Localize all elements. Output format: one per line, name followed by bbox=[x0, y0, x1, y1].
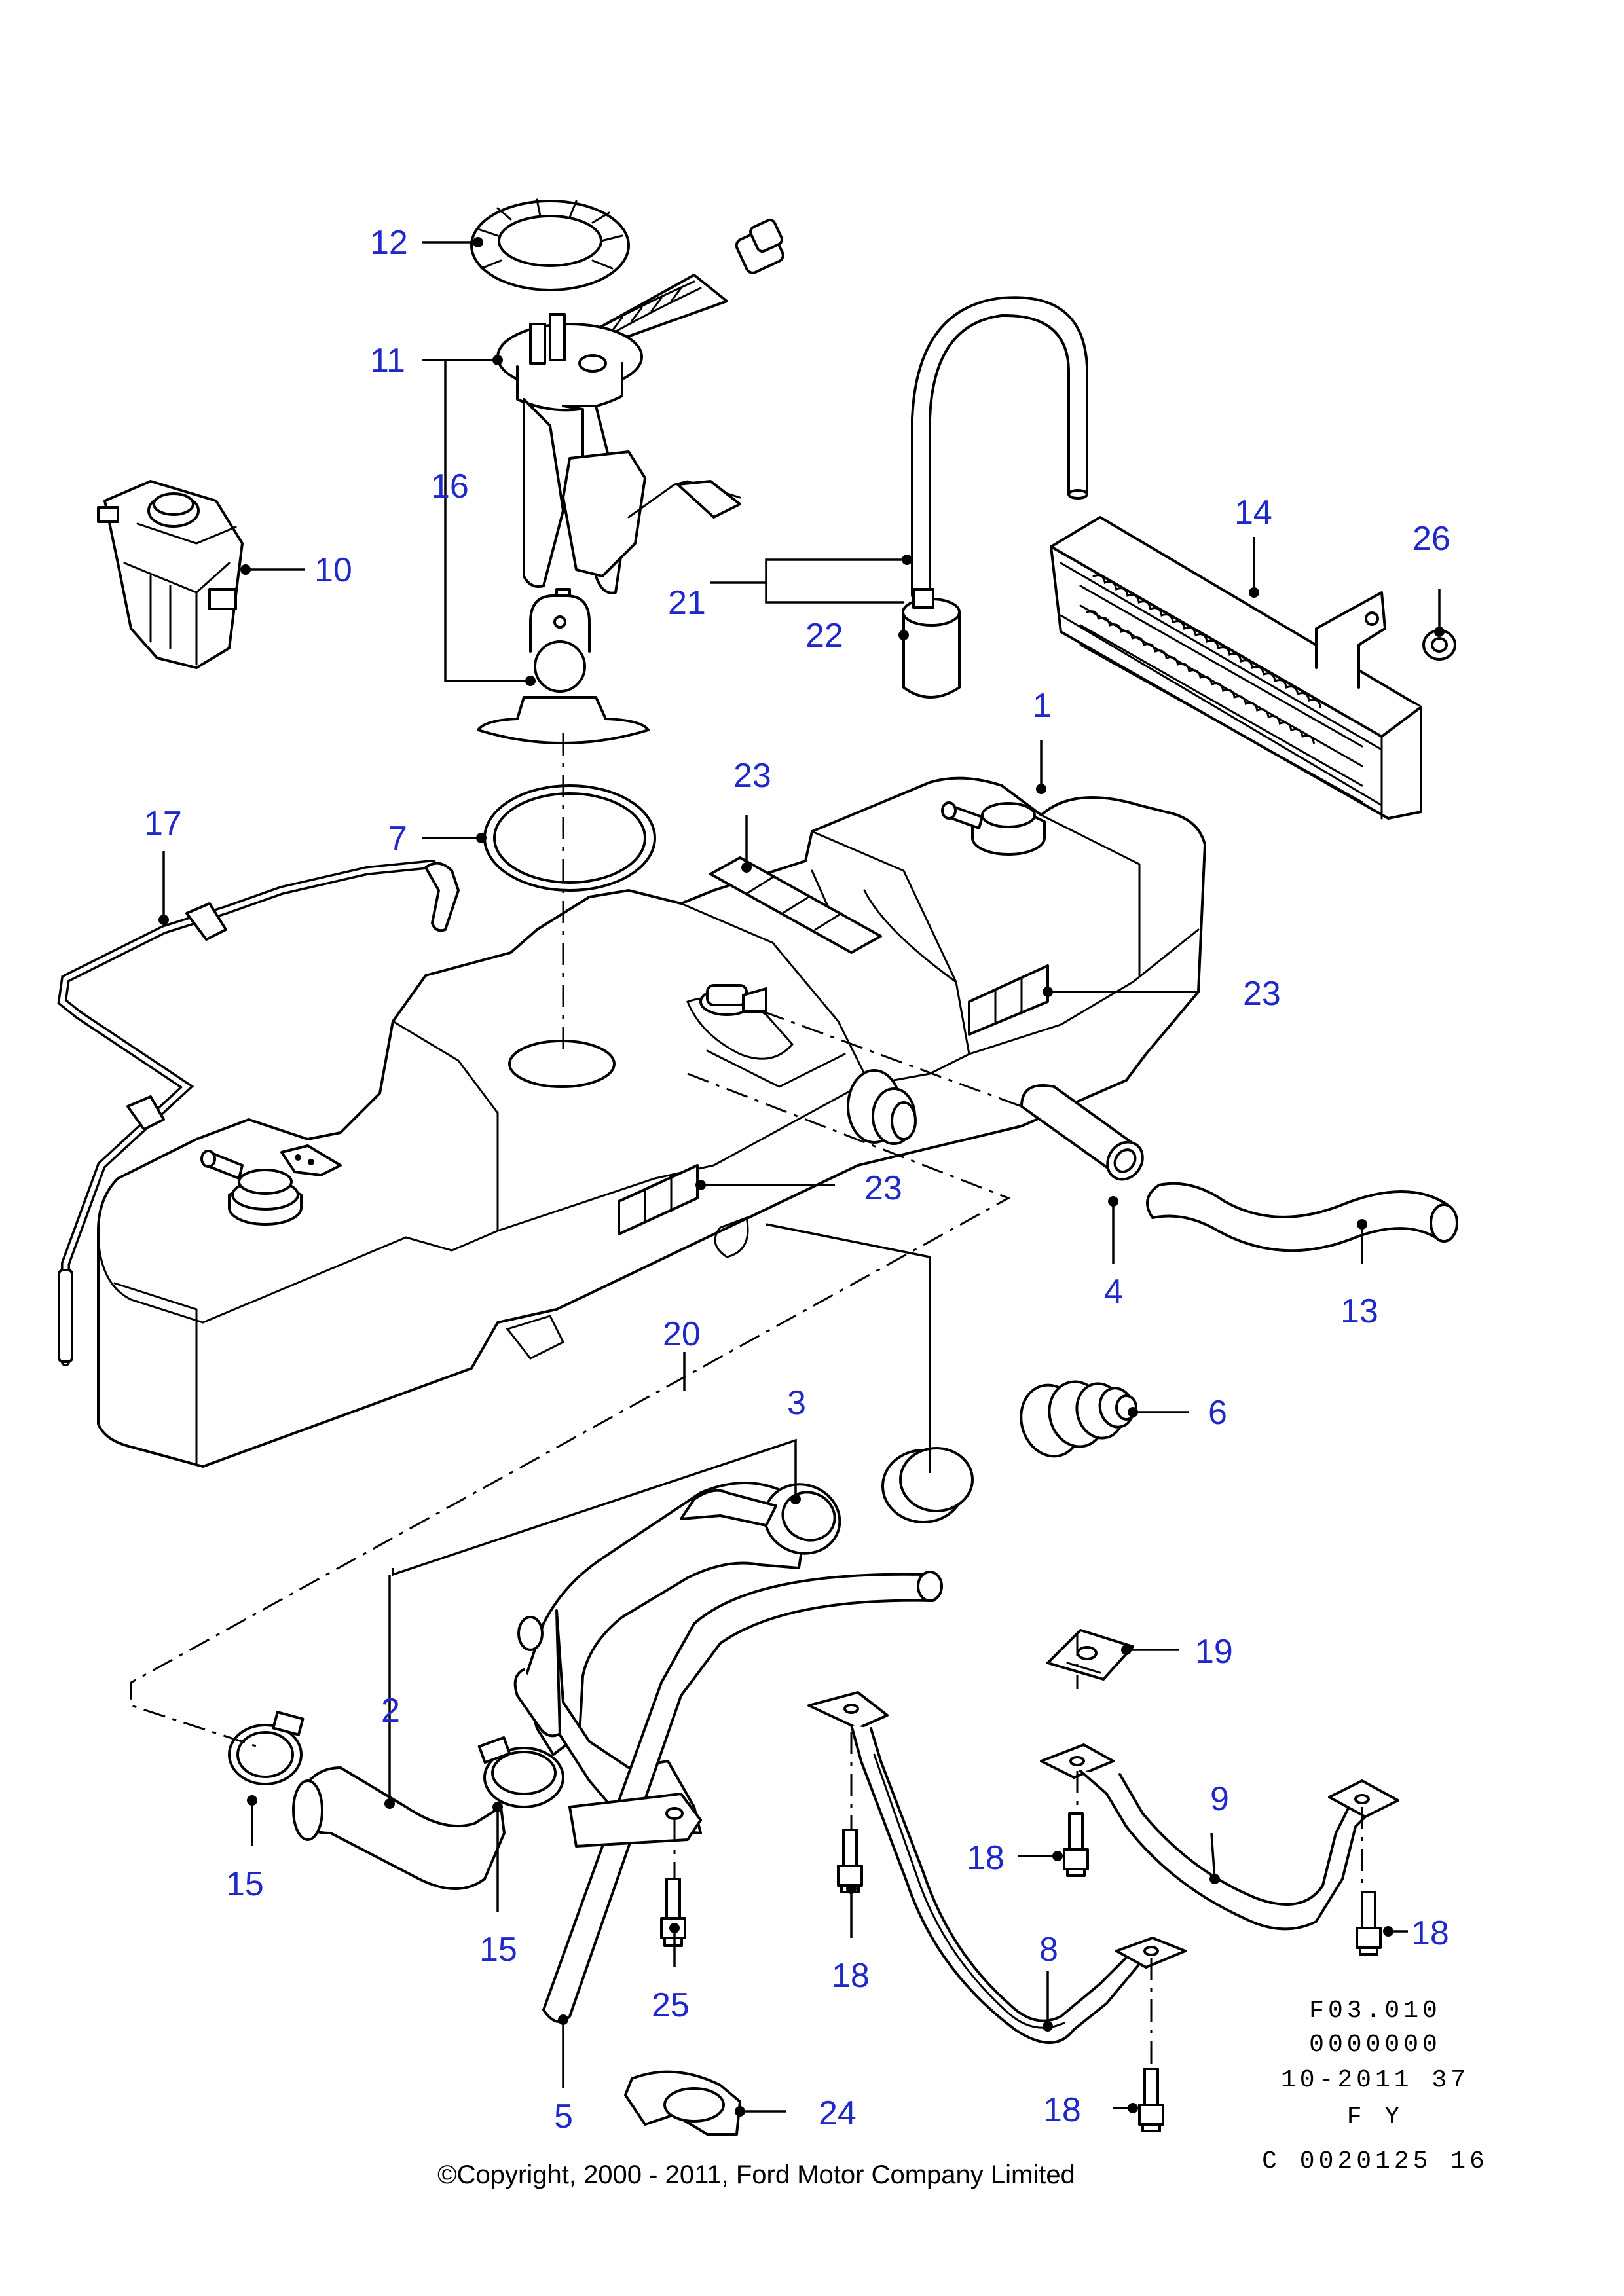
part-3-filler-pipe bbox=[513, 1482, 841, 1834]
callout-5: 5 bbox=[554, 2098, 573, 2136]
part-12-locking-ring bbox=[470, 198, 630, 291]
part-8-strap bbox=[807, 1691, 1187, 2044]
part-15-clamp-left bbox=[228, 1711, 304, 1785]
part-22-canister bbox=[902, 588, 961, 699]
callout-14: 14 bbox=[1234, 494, 1272, 532]
part-23-label-top bbox=[709, 856, 882, 954]
part-grommet bbox=[881, 1447, 974, 1523]
code-line-5: C 0020125 16 bbox=[1262, 2147, 1488, 2176]
part-13-hose bbox=[1146, 1182, 1458, 1252]
part-17-fuel-pipe bbox=[57, 860, 460, 1366]
part-18-bolt-bottom bbox=[1138, 2068, 1164, 2132]
assembly-centerlines bbox=[130, 733, 1363, 2069]
callout-18a: 18 bbox=[832, 1957, 870, 1995]
part-5-vent-pipe bbox=[542, 1571, 943, 2023]
callout-26: 26 bbox=[1412, 520, 1450, 558]
part-25-bolt bbox=[568, 1793, 702, 1947]
callout-1: 1 bbox=[1033, 687, 1052, 725]
callout-21: 21 bbox=[668, 584, 706, 622]
part-19-clip-nut bbox=[1046, 1629, 1134, 1681]
callout-13: 13 bbox=[1340, 1292, 1378, 1330]
part-18-bolt-left bbox=[837, 1829, 863, 1893]
callout-2: 2 bbox=[381, 1692, 400, 1730]
callout-23c: 23 bbox=[864, 1169, 902, 1207]
callout-18c: 18 bbox=[1411, 1914, 1449, 1952]
callout-11: 11 bbox=[370, 342, 405, 380]
callout-16: 16 bbox=[431, 467, 469, 505]
part-18-bolt-mid bbox=[1063, 1812, 1089, 1877]
leader-lines bbox=[158, 237, 1445, 2117]
callout-19: 19 bbox=[1195, 1633, 1233, 1671]
part-18-bolt-right bbox=[1356, 1891, 1382, 1956]
part-23-label-front bbox=[618, 1164, 699, 1235]
part-1-fuel-tank bbox=[97, 776, 1206, 1468]
part-14-fuel-cooler bbox=[1050, 516, 1422, 820]
part-24-clip bbox=[624, 2070, 741, 2136]
callout-18b: 18 bbox=[967, 1839, 1005, 1877]
callout-9: 9 bbox=[1210, 1780, 1229, 1818]
callout-23b: 23 bbox=[1243, 975, 1281, 1013]
part-11-fuel-sender-unit bbox=[496, 219, 784, 617]
part-4-hose bbox=[1020, 1084, 1144, 1181]
copyright-notice: ©Copyright, 2000 - 2011, Ford Motor Comp… bbox=[437, 2160, 1075, 2189]
callout-25: 25 bbox=[652, 1986, 690, 2024]
callout-3: 3 bbox=[787, 1384, 806, 1422]
callout-17: 17 bbox=[144, 805, 182, 843]
callout-20: 20 bbox=[663, 1315, 701, 1353]
code-line-2: 0000000 bbox=[1309, 2031, 1441, 2059]
part-23-label-right bbox=[968, 964, 1049, 1036]
callout-18d: 18 bbox=[1043, 2091, 1081, 2129]
callout-15a: 15 bbox=[226, 1865, 264, 1903]
callout-22: 22 bbox=[805, 617, 843, 655]
callout-6: 6 bbox=[1208, 1394, 1227, 1432]
callout-23a: 23 bbox=[733, 757, 771, 795]
callout-numbers: 1 2 3 4 5 6 7 8 9 10 11 12 13 14 15 15 1… bbox=[144, 224, 1450, 2136]
part-21-vent-hose bbox=[911, 296, 1088, 597]
callout-15b: 15 bbox=[479, 1931, 517, 1969]
callout-4: 4 bbox=[1104, 1273, 1123, 1311]
part-2-filler-hose bbox=[292, 1766, 506, 1890]
callout-8: 8 bbox=[1039, 1931, 1058, 1969]
code-line-3: 10-2011 37 bbox=[1280, 2066, 1470, 2094]
code-line-1: F03.010 bbox=[1309, 1997, 1441, 2025]
callout-10: 10 bbox=[314, 551, 352, 589]
part-6-grommet bbox=[1020, 1380, 1137, 1458]
part-10-valve-bracket bbox=[97, 480, 244, 669]
part-26-washer bbox=[1422, 629, 1456, 661]
part-16-sender-flange bbox=[477, 594, 650, 744]
part-9-strap bbox=[1040, 1743, 1399, 1931]
callout-24: 24 bbox=[819, 2094, 857, 2132]
callout-7: 7 bbox=[388, 820, 407, 858]
code-line-4: F Y bbox=[1346, 2103, 1404, 2131]
callout-12: 12 bbox=[370, 224, 408, 262]
part-15-clamp-right bbox=[477, 1736, 564, 1808]
part-7-seal-ring bbox=[483, 784, 656, 892]
